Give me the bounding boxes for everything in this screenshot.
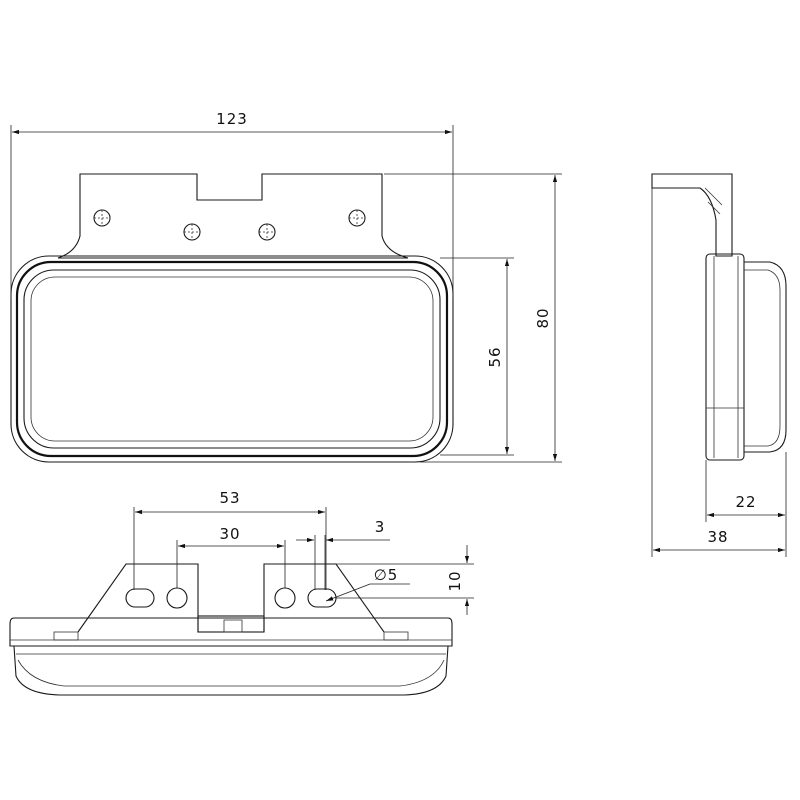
dim-width-total: 123: [10, 110, 454, 300]
lamp-housing-rim: [15, 260, 449, 458]
lamp-lens-inner: [30, 276, 434, 442]
bottom-view: [9, 563, 453, 696]
dim-height-total: 80: [384, 173, 562, 463]
dim-hole-diameter-label: ∅5: [374, 566, 399, 584]
bracket-holes: [93, 209, 366, 241]
dim-slot-offset-label: 3: [375, 518, 386, 536]
bottom-lens: [13, 645, 449, 696]
dim-width-total-label: 123: [216, 110, 248, 128]
dim-depth-lens: 22: [705, 452, 787, 522]
dim-hole-spacing-inner-label: 30: [219, 525, 240, 543]
dim-hole-spacing-outer: 53: [133, 489, 327, 590]
side-lens-dome: [744, 261, 787, 453]
hole-left: [166, 587, 188, 609]
dim-hole-spacing-outer-label: 53: [219, 489, 240, 507]
slot-left: [125, 588, 155, 608]
dim-lens-height-label: 56: [486, 346, 504, 367]
lamp-lens-outer: [23, 269, 441, 449]
lamp-housing-outer: [10, 255, 454, 463]
dim-depth-total: 38: [651, 188, 787, 557]
side-bracket: [651, 173, 733, 257]
front-bracket: [57, 173, 409, 259]
dim-hole-height: 10: [336, 545, 474, 615]
bottom-bracket-left: [77, 563, 199, 633]
dim-hole-height-label: 10: [446, 570, 464, 591]
dim-height-total-label: 80: [534, 307, 552, 328]
dim-depth-total-label: 38: [707, 528, 728, 546]
front-view: [10, 173, 454, 463]
hole-right: [274, 587, 296, 609]
side-view: [651, 173, 787, 461]
dim-lens-height: 56: [440, 257, 514, 456]
slot-right: [307, 588, 337, 608]
dim-hole-spacing-inner: 30: [176, 525, 286, 588]
dim-depth-lens-label: 22: [735, 493, 756, 511]
dim-hole-diameter: ∅5: [325, 566, 410, 602]
dim-slot-offset: 3: [296, 518, 390, 590]
bottom-housing: [9, 617, 453, 647]
side-housing: [705, 253, 745, 461]
